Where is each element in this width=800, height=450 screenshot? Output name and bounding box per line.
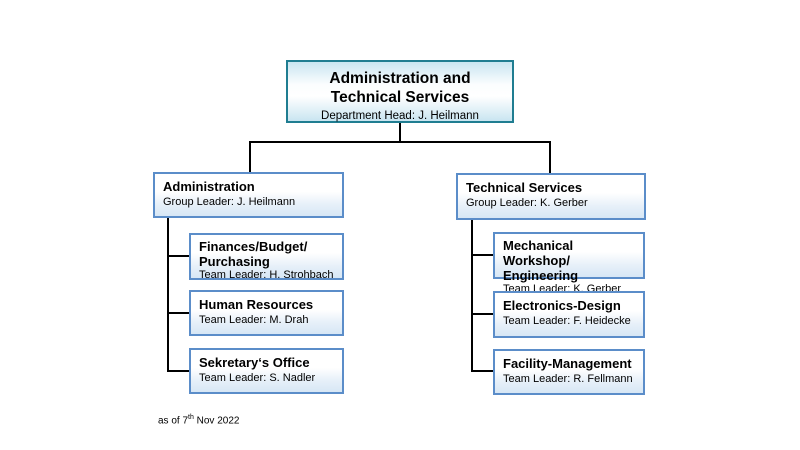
as-of-date-note: as of 7th Nov 2022 [158, 414, 240, 427]
group-title: Technical Services [466, 180, 583, 195]
root-subtitle: Department Head: J. Heilmann [321, 110, 479, 122]
org-node-facility-management: Facility-Management Team Leader: R. Fell… [493, 349, 645, 395]
team-title: Facility-Management [503, 356, 632, 371]
connector-right-stub-3 [471, 370, 493, 372]
org-node-human-resources: Human Resources Team Leader: M. Drah [189, 290, 344, 336]
team-title: Human Resources [199, 297, 314, 312]
org-node-finances-budget-purchasing: Finances/Budget/ Purchasing Team Leader:… [189, 233, 344, 281]
group-subtitle: Group Leader: K. Gerber [466, 197, 588, 209]
group-subtitle: Group Leader: J. Heilmann [163, 196, 296, 208]
org-node-electronics-design: Electronics-Design Team Leader: F. Heide… [493, 291, 645, 338]
team-subtitle: Team Leader: M. Drah [199, 314, 309, 326]
connector-main-horizontal [249, 141, 551, 143]
team-title: Finances/Budget/ Purchasing [199, 239, 308, 269]
team-subtitle: Team Leader: R. Fellmann [503, 373, 633, 385]
org-node-mechanical-workshop-engineering: Mechanical Workshop/ Engineering Team Le… [493, 232, 645, 295]
connector-right-spine [471, 220, 473, 372]
connector-left-drop [249, 141, 251, 172]
connector-right-stub-2 [471, 313, 493, 315]
org-node-technical-services: Technical Services Group Leader: K. Gerb… [456, 173, 646, 220]
org-node-administration: Administration Group Leader: J. Heilmann [153, 172, 344, 218]
org-node-root: Administration and Technical Services De… [286, 60, 514, 123]
connector-left-stub-3 [167, 370, 189, 372]
connector-left-spine [167, 218, 169, 372]
connector-left-stub-2 [167, 312, 189, 314]
team-subtitle: Team Leader: H. Strohbach [199, 269, 334, 281]
group-title: Administration [163, 179, 255, 194]
connector-left-stub-1 [167, 255, 189, 257]
team-title: Sekretary‘s Office [199, 355, 310, 370]
root-title: Administration and Technical Services [329, 70, 471, 106]
connector-right-drop [549, 141, 551, 173]
team-subtitle: Team Leader: F. Heidecke [503, 315, 631, 327]
team-title: Electronics-Design [503, 298, 621, 313]
team-subtitle: Team Leader: S. Nadler [199, 372, 316, 384]
connector-root-drop [399, 123, 401, 142]
team-title: Mechanical Workshop/ Engineering [503, 238, 579, 283]
org-node-sekretarys-office: Sekretary‘s Office Team Leader: S. Nadle… [189, 348, 344, 394]
connector-right-stub-1 [471, 254, 493, 256]
